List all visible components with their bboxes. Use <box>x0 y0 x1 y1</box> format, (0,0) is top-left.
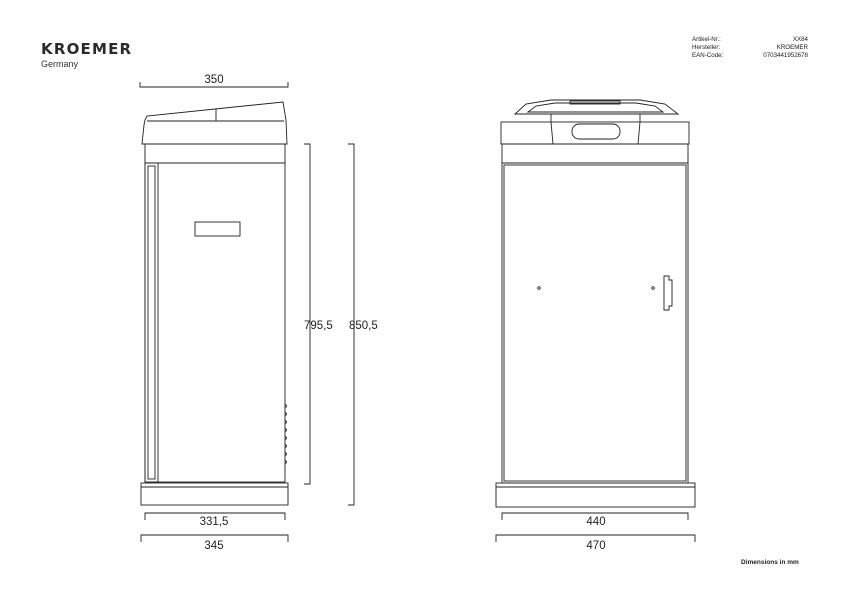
front-lid <box>500 121 690 145</box>
dim-line-795 <box>304 143 311 485</box>
side-door-edge-inner <box>147 165 156 480</box>
dim-line-345 <box>140 534 289 542</box>
ean-row: EAN-Code: 0703441952678 <box>692 52 808 60</box>
side-body <box>144 162 286 483</box>
article-number-value: XX84 <box>792 36 808 43</box>
dim-label-795: 795,5 <box>304 320 333 332</box>
front-top-frame <box>513 99 680 115</box>
brand-name: KROEMER <box>41 40 133 58</box>
side-label-plate <box>194 221 241 237</box>
front-lid-groove-left <box>550 121 554 145</box>
side-lid <box>141 101 288 145</box>
front-view <box>495 99 696 542</box>
brand-subtitle: Germany <box>41 59 79 69</box>
dim-label-850: 850,5 <box>349 320 378 332</box>
dim-line-850 <box>348 143 355 506</box>
article-number-row: Artikel-Nr.: XX84 <box>692 36 808 44</box>
article-info: Artikel-Nr.: XX84 Hersteller: KROEMER EA… <box>692 36 808 60</box>
dim-line-440 <box>501 512 689 520</box>
side-top-band <box>144 143 286 164</box>
front-base <box>495 482 696 508</box>
ean-label: EAN-Code: <box>692 52 724 59</box>
front-lid-groove-right <box>637 121 641 145</box>
dim-label-331: 331,5 <box>200 516 229 528</box>
dim-line-470 <box>495 534 696 542</box>
dim-label-470: 470 <box>586 540 605 552</box>
front-body <box>501 162 689 484</box>
dim-label-350: 350 <box>204 74 223 86</box>
front-top-frame-inner <box>526 102 665 113</box>
ean-value: 0703441952678 <box>763 52 808 59</box>
dim-label-345: 345 <box>204 540 223 552</box>
units-note: Dimensions in mm <box>741 559 799 566</box>
dim-line-350 <box>139 82 289 88</box>
front-top-band <box>501 143 689 164</box>
dim-label-440: 440 <box>586 516 605 528</box>
side-base <box>140 482 289 506</box>
front-hinge-dot-left <box>537 286 541 290</box>
front-top-slot <box>569 100 621 105</box>
front-lock <box>663 275 673 311</box>
article-number-label: Artikel-Nr.: <box>692 36 721 43</box>
dim-line-331 <box>144 512 286 520</box>
front-door <box>503 164 687 482</box>
side-door-edge <box>144 162 159 483</box>
brand-logo: KROEMER Germany <box>41 40 132 69</box>
side-vent-slots <box>284 403 287 465</box>
front-hinge-dot-right <box>651 286 655 290</box>
front-handle <box>571 123 621 140</box>
manufacturer-value: KROEMER <box>776 44 808 51</box>
side-view <box>139 82 355 542</box>
manufacturer-row: Hersteller: KROEMER <box>692 44 808 52</box>
manufacturer-label: Hersteller: <box>692 44 721 51</box>
